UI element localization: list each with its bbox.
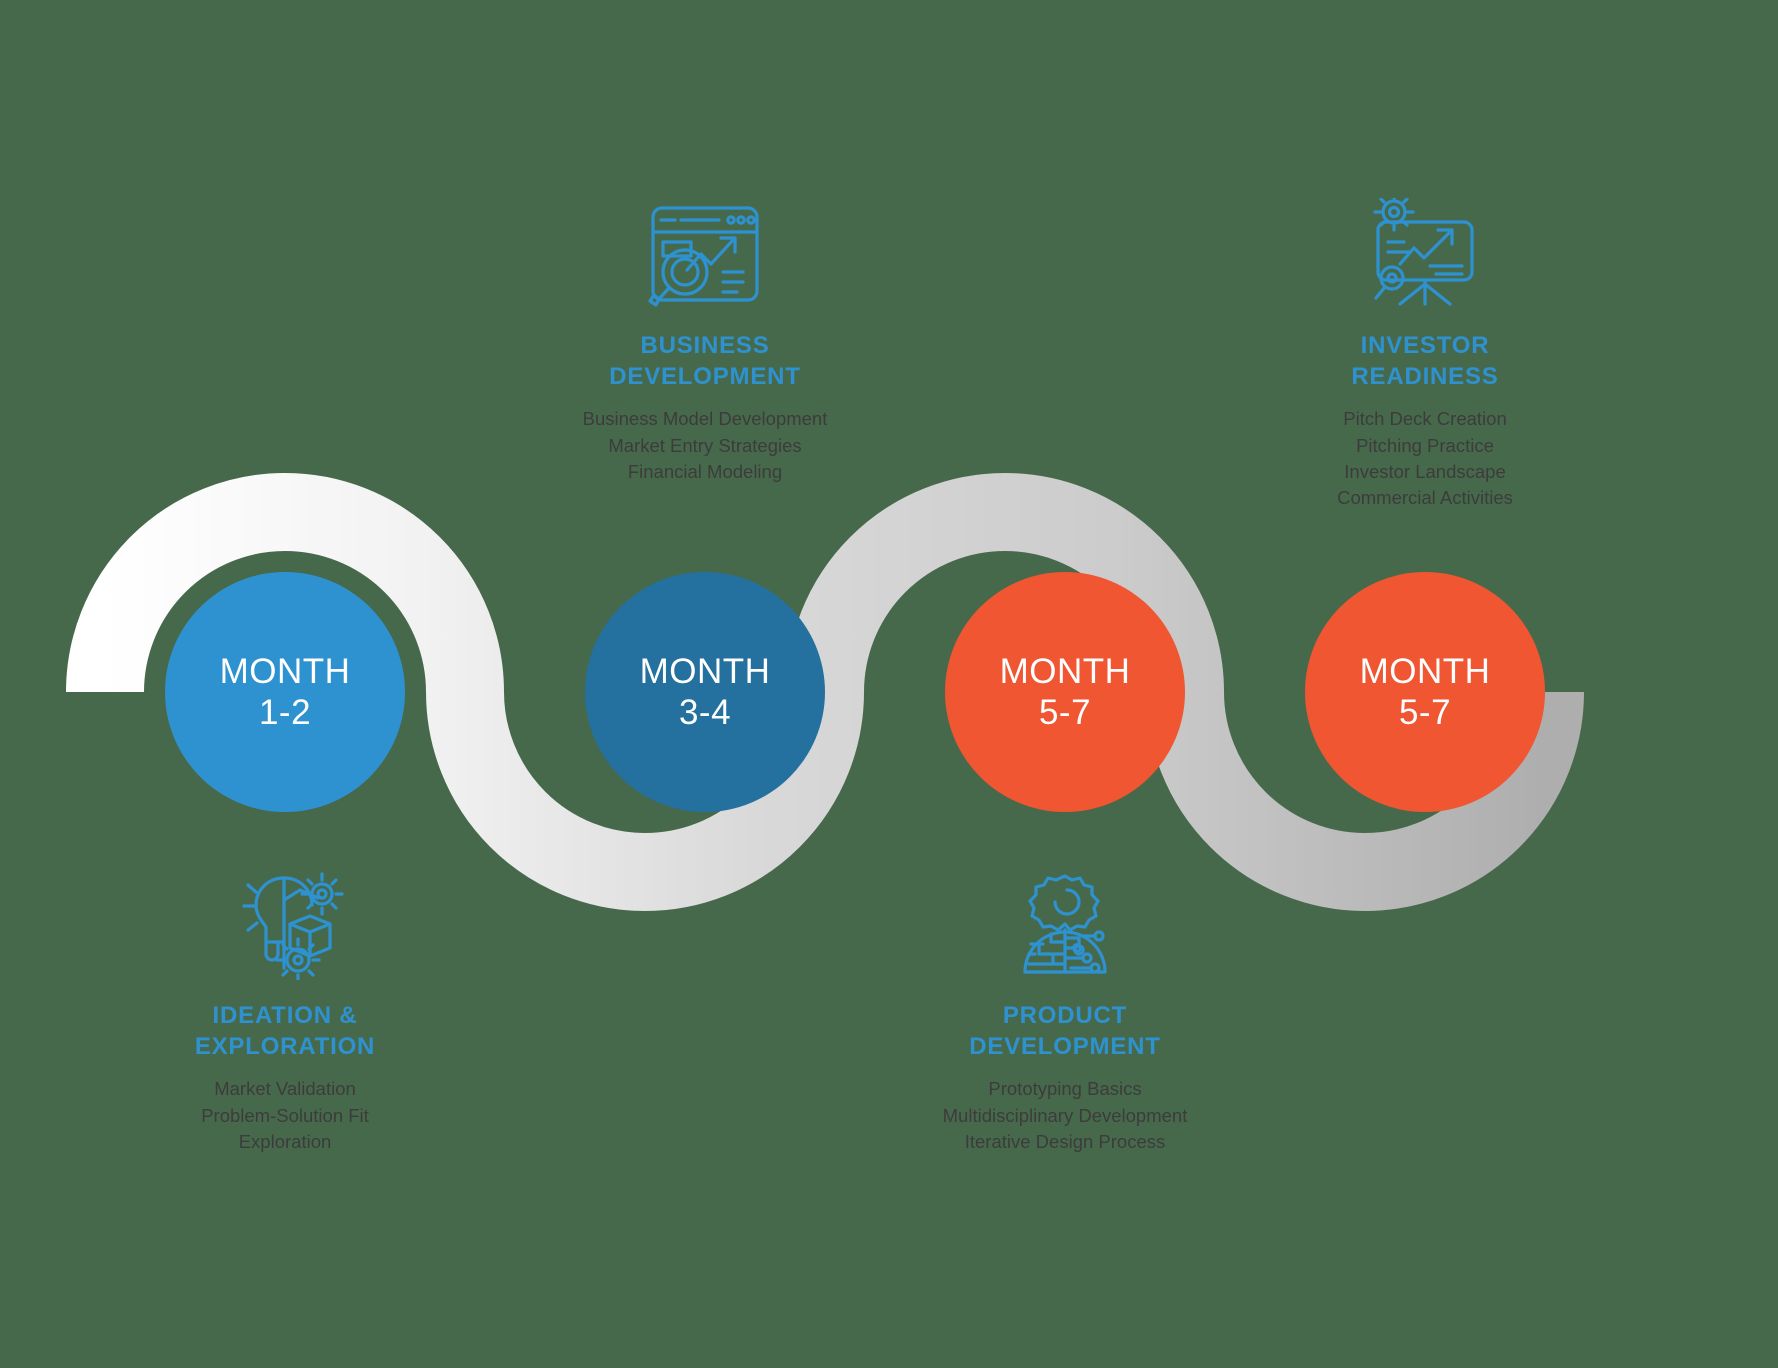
milestone-items-business-development: Business Model Development Market Entry …	[495, 406, 915, 485]
milestone-items-investor-readiness: Pitch Deck Creation Pitching Practice In…	[1215, 406, 1635, 511]
milestone-circle-investor-readiness[interactable]: MONTH 5-7	[1305, 572, 1545, 812]
milestone-title-product-development: PRODUCT DEVELOPMENT	[969, 1002, 1161, 1060]
milestone-circle-range: 5-7	[1038, 693, 1092, 732]
milestone-item: Commercial Activities	[1337, 487, 1513, 509]
browser-growth-chart-icon	[495, 195, 915, 313]
milestone-block-business-development: BUSINESS DEVELOPMENT Business Model Deve…	[495, 195, 915, 485]
milestone-item: Investor Landscape	[1344, 460, 1506, 482]
milestone-title-investor-readiness: INVESTOR READINESS	[1351, 332, 1499, 390]
milestone-circle-word: MONTH	[999, 651, 1131, 691]
milestone-item: Multidisciplinary Development	[942, 1104, 1188, 1126]
milestone-circle-word: MONTH	[219, 651, 351, 691]
milestone-circle-range: 1-2	[258, 693, 312, 732]
milestone-circle-range: 5-7	[1398, 693, 1452, 732]
milestone-item: Business Model Development	[582, 408, 828, 430]
milestone-item: Iterative Design Process	[964, 1130, 1166, 1152]
milestone-block-investor-readiness: INVESTOR READINESS Pitch Deck Creation P…	[1215, 195, 1635, 512]
lightbulb-brain-gear-icon	[75, 865, 495, 983]
milestone-item: Pitch Deck Creation	[1343, 408, 1507, 430]
milestone-circle-ideation[interactable]: MONTH 1-2	[165, 572, 405, 812]
milestone-items-ideation: Market Validation Problem-Solution Fit E…	[75, 1076, 495, 1155]
milestone-block-product-development: PRODUCT DEVELOPMENT Prototyping Basics M…	[855, 865, 1275, 1155]
milestone-circle-range: 3-4	[678, 693, 732, 732]
milestone-title-ideation: IDEATION & EXPLORATION	[194, 1002, 376, 1060]
milestone-item: Market Validation	[214, 1078, 356, 1100]
milestone-circle-word: MONTH	[1359, 651, 1491, 691]
milestone-items-product-development: Prototyping Basics Multidisciplinary Dev…	[855, 1076, 1275, 1155]
milestone-title-business-development: BUSINESS DEVELOPMENT	[609, 332, 801, 390]
milestone-item: Financial Modeling	[627, 460, 783, 482]
brain-circuit-gear-icon	[855, 865, 1275, 983]
milestone-circle-business-development[interactable]: MONTH 3-4	[585, 572, 825, 812]
milestone-block-ideation: IDEATION & EXPLORATION Market Validation…	[75, 865, 495, 1155]
milestone-item: Problem-Solution Fit	[201, 1104, 369, 1126]
milestone-item: Prototyping Basics	[988, 1078, 1142, 1100]
milestone-item: Exploration	[238, 1130, 332, 1152]
milestone-item: Market Entry Strategies	[608, 434, 802, 456]
milestone-item: Pitching Practice	[1356, 434, 1494, 456]
milestone-circle-product-development[interactable]: MONTH 5-7	[945, 572, 1185, 812]
presentation-board-growth-icon	[1215, 195, 1635, 313]
milestone-circle-word: MONTH	[639, 651, 771, 691]
